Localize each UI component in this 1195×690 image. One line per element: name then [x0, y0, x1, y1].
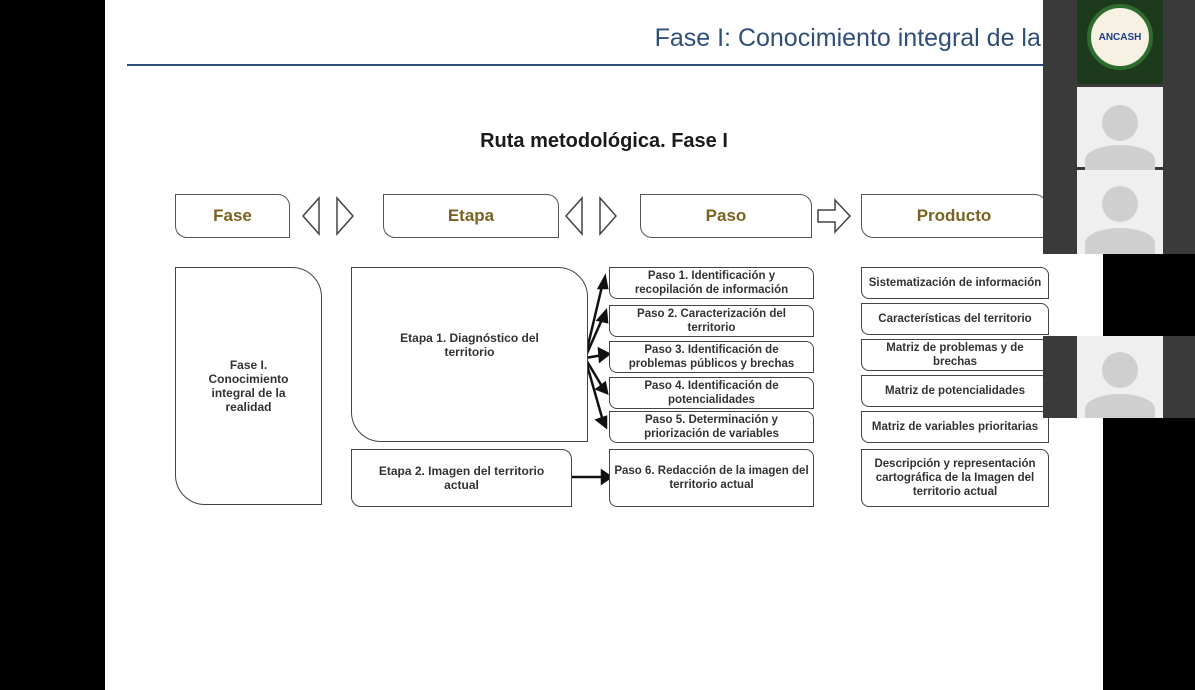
ancash-logo: ANCASH	[1087, 4, 1153, 70]
header-etapa: Etapa	[383, 194, 559, 238]
double-arrow-icon	[564, 196, 618, 236]
etapa-1-label: Etapa 1. Diagnóstico del territorio	[400, 330, 539, 359]
participant-tile[interactable]	[1077, 87, 1163, 175]
fase-box: Fase I. Conocimiento integral de la real…	[175, 267, 322, 505]
etapa-2-box: Etapa 2. Imagen del territorio actual	[351, 449, 572, 507]
avatar-body-icon	[1085, 394, 1155, 418]
presentation-slide: Fase I: Conocimiento integral de la real…	[105, 0, 1103, 690]
etapa-2-label: Etapa 2. Imagen del territorio actual	[378, 464, 545, 492]
slide-title: Fase I: Conocimiento integral de la real…	[654, 24, 1103, 52]
paso-5-box: Paso 5. Determinación y priorización de …	[609, 411, 814, 443]
fase-box-label: Fase I. Conocimiento integral de la real…	[208, 358, 289, 414]
title-divider	[127, 64, 1103, 66]
avatar-head-icon	[1102, 352, 1138, 388]
paso-3-box: Paso 3. Identificación de problemas públ…	[609, 341, 814, 373]
header-fase: Fase	[175, 194, 290, 238]
paso-1-box: Paso 1. Identificación y recopilación de…	[609, 267, 814, 299]
paso-4-box: Paso 4. Identificación de potencialidade…	[609, 377, 814, 409]
avatar-head-icon	[1102, 105, 1138, 141]
participant-video-stack[interactable]: ANCASH	[1043, 0, 1195, 254]
producto-5-box: Matriz de variables prioritarias	[861, 411, 1049, 443]
producto-3-box: Matriz de problemas y de brechas	[861, 339, 1049, 371]
ancash-logo-text: ANCASH	[1098, 31, 1142, 43]
right-arrow-icon	[817, 198, 852, 234]
producto-6-box: Descripción y representación cartográfic…	[861, 449, 1049, 507]
etapa-1-box: Etapa 1. Diagnóstico del territorio	[351, 267, 588, 442]
participant-tile[interactable]	[1077, 336, 1163, 418]
paso-2-box: Paso 2. Caracterización del territorio	[609, 305, 814, 337]
header-producto: Producto	[861, 194, 1047, 238]
avatar-head-icon	[1102, 186, 1138, 222]
paso-6-box: Paso 6. Redacción de la imagen del terri…	[609, 449, 814, 507]
header-paso: Paso	[640, 194, 812, 238]
participant-video-single[interactable]	[1043, 336, 1195, 418]
producto-4-box: Matriz de potencialidades	[861, 375, 1049, 407]
producto-2-box: Características del territorio	[861, 303, 1049, 335]
double-arrow-icon	[301, 196, 355, 236]
producto-1-box: Sistematización de información	[861, 267, 1049, 299]
participant-tile[interactable]	[1077, 170, 1163, 254]
participant-tile-ancash[interactable]: ANCASH	[1077, 0, 1163, 84]
avatar-body-icon	[1085, 228, 1155, 254]
diagram-title: Ruta metodológica. Fase I	[480, 130, 728, 152]
